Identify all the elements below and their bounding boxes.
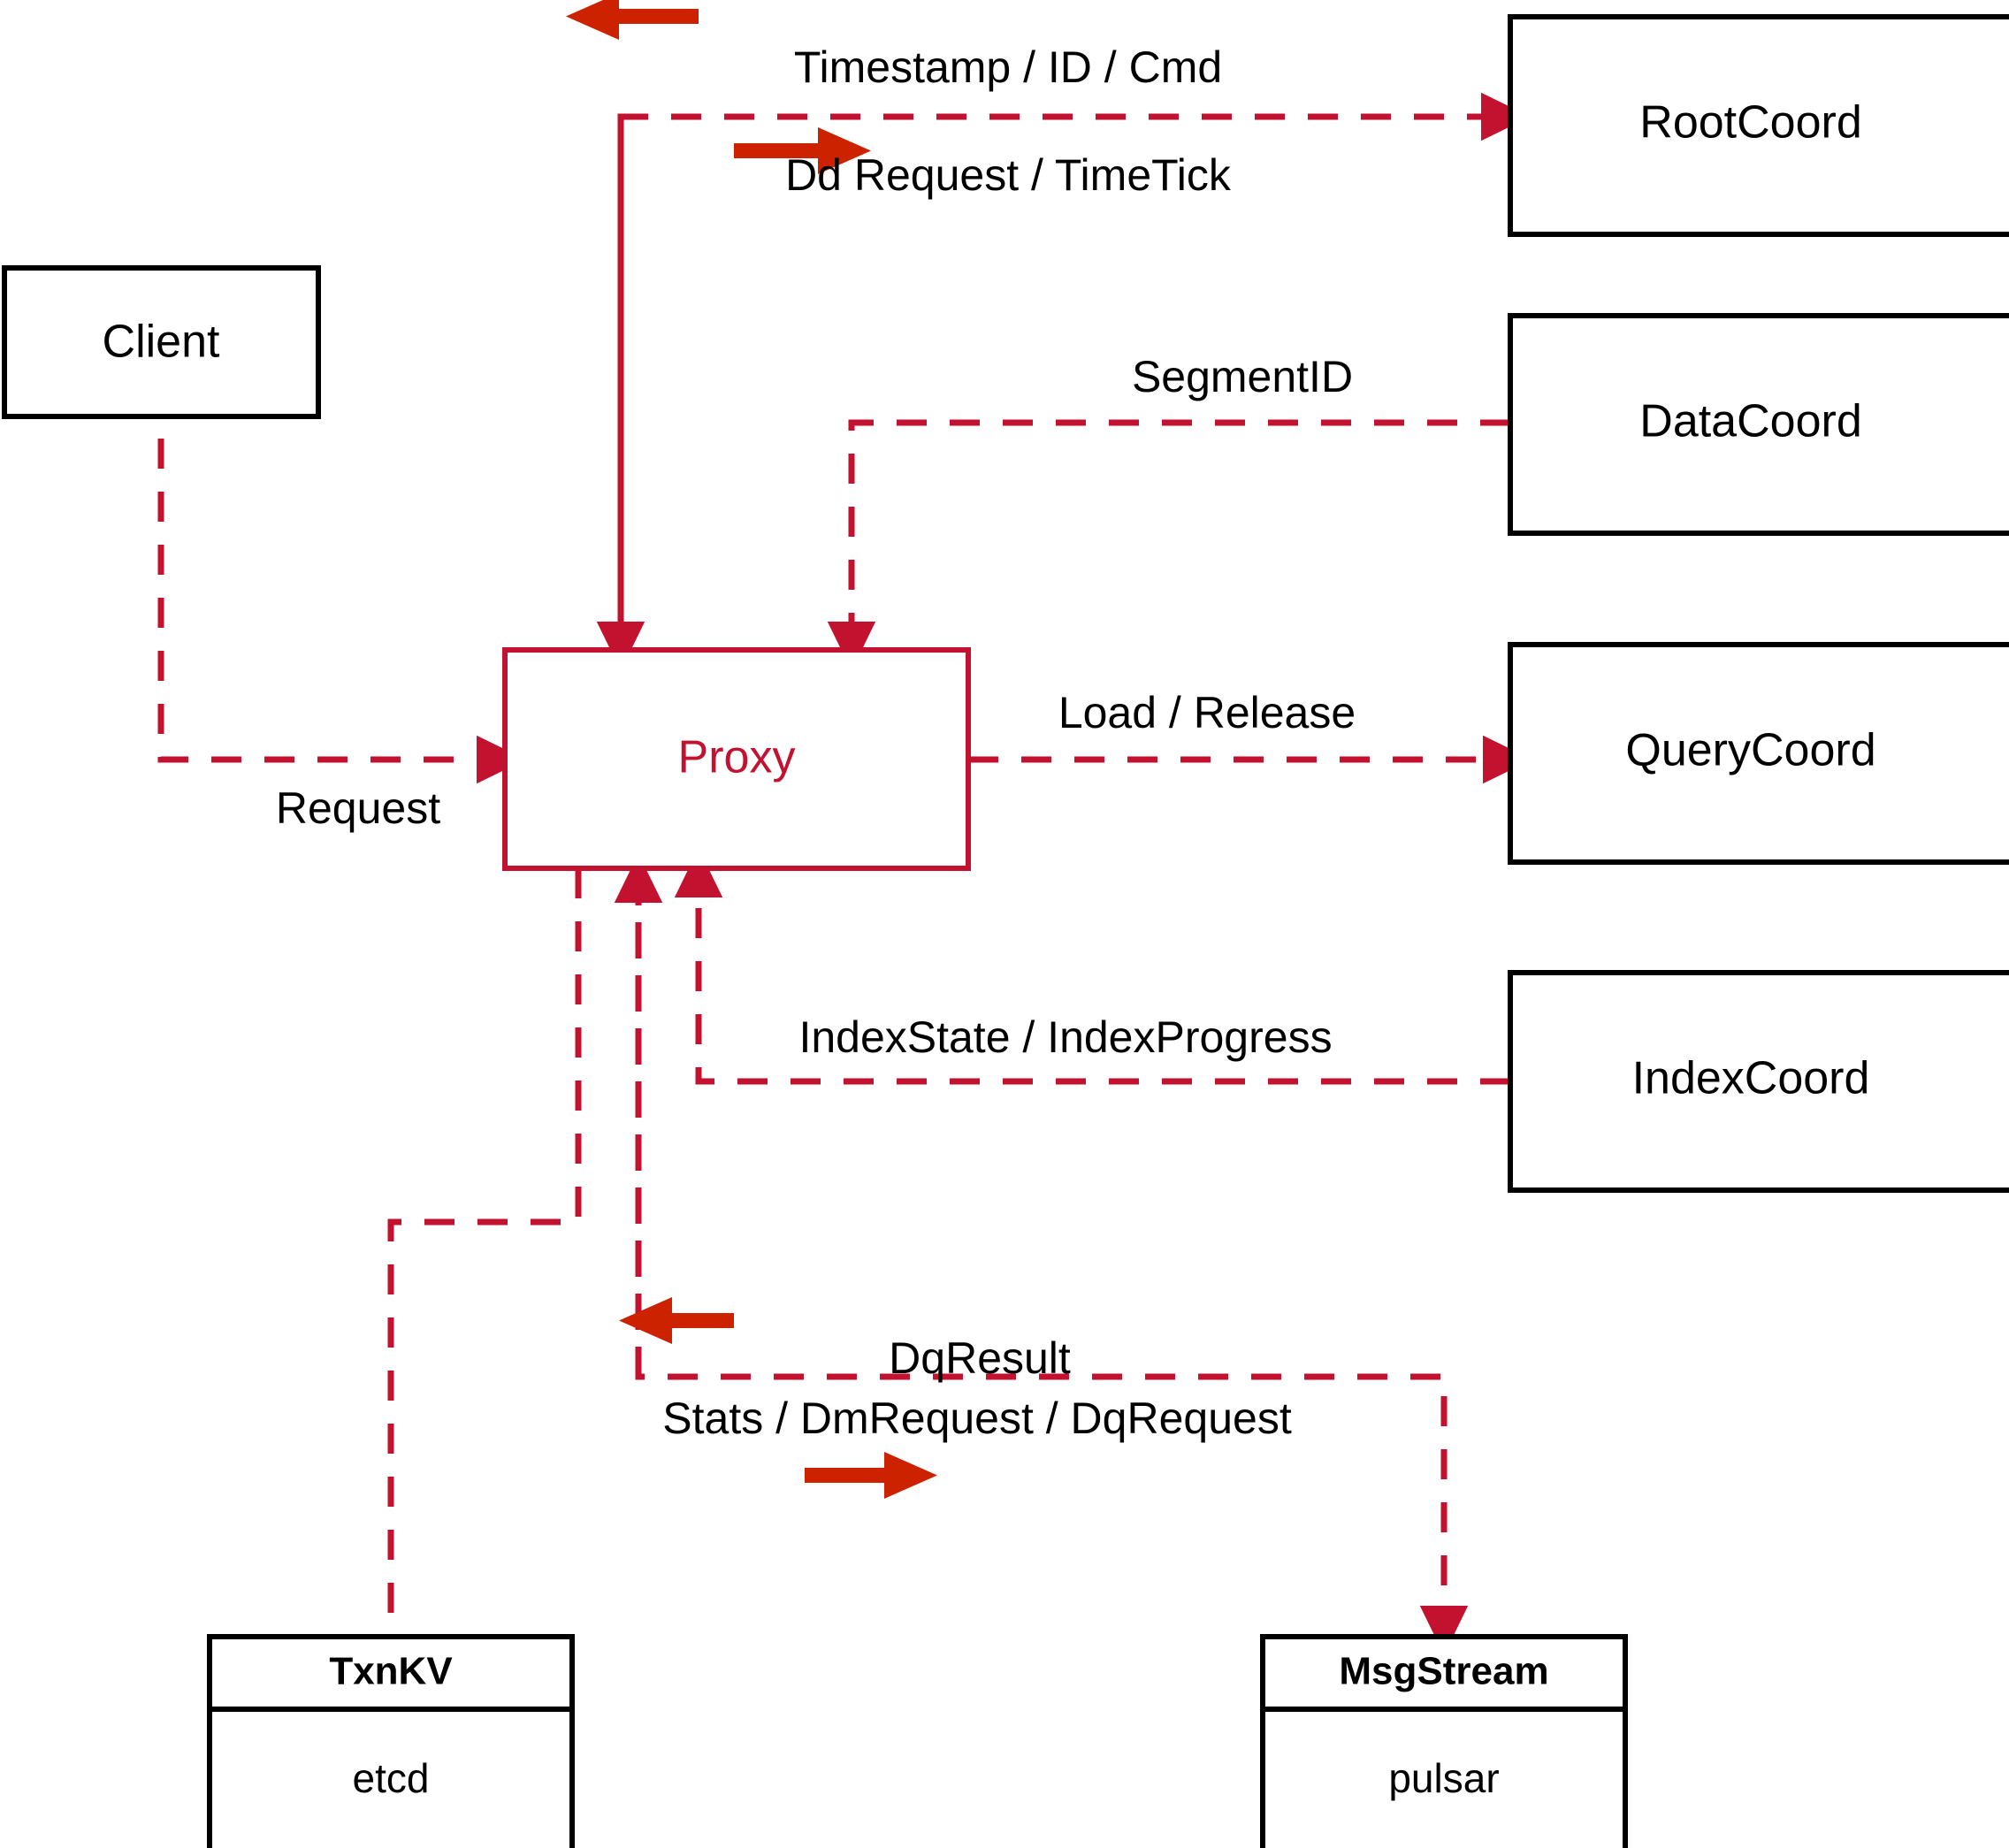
direction-arrow-ddrequest-right: [734, 127, 871, 174]
edge-label-stats-dm-dq-request: Stats / DmRequest / DqRequest: [662, 1394, 1292, 1443]
edge-client-proxy: [157, 386, 526, 784]
edge-proxy-msgstream: [614, 853, 1469, 1655]
edge-proxy-txnkv: [387, 868, 582, 1637]
edge-proxy-rootcoord: [596, 92, 1531, 671]
node-datacoord-label: DataCoord: [1639, 396, 1861, 447]
node-client[interactable]: Client: [2, 265, 321, 419]
node-msgstream-title: MsgStream: [1339, 1650, 1548, 1693]
node-querycoord-label: QueryCoord: [1625, 725, 1875, 776]
node-client-label: Client: [103, 317, 220, 368]
edge-label-load-release: Load / Release: [1058, 688, 1356, 737]
direction-arrow-dqresult-left: [619, 1297, 734, 1344]
edge-label-index-state-progress: IndexState / IndexProgress: [798, 1012, 1332, 1062]
direction-arrow-dqrequest-right: [805, 1452, 937, 1499]
node-datacoord[interactable]: DataCoord: [1508, 313, 2009, 536]
edge-label-timestamp-id-cmd: Timestamp / ID / Cmd: [794, 42, 1222, 92]
direction-arrow-timestamp-left: [566, 0, 699, 40]
edge-indexcoord-proxy: [674, 848, 1510, 1085]
node-txnkv-impl: etcd: [353, 1755, 430, 1801]
edge-datacoord-proxy: [827, 419, 1510, 671]
node-rootcoord[interactable]: RootCoord: [1508, 14, 2009, 237]
node-indexcoord-label: IndexCoord: [1632, 1053, 1870, 1104]
node-txnkv[interactable]: TxnKV etcd: [207, 1634, 575, 1848]
edge-label-segment-id: SegmentID: [1132, 352, 1353, 401]
node-proxy[interactable]: Proxy: [502, 647, 971, 871]
node-proxy-label: Proxy: [678, 732, 796, 783]
node-querycoord[interactable]: QueryCoord: [1508, 642, 2009, 865]
edge-label-dq-result: DqResult: [889, 1333, 1071, 1383]
node-msgstream-impl: pulsar: [1388, 1755, 1499, 1801]
edge-label-request: Request: [276, 783, 440, 833]
node-indexcoord[interactable]: IndexCoord: [1508, 970, 2009, 1193]
edge-label-dd-request-timetick: Dd Request / TimeTick: [785, 150, 1232, 200]
node-msgstream[interactable]: MsgStream pulsar: [1260, 1634, 1628, 1848]
node-rootcoord-label: RootCoord: [1639, 97, 1861, 149]
node-txnkv-title: TxnKV: [329, 1650, 453, 1693]
